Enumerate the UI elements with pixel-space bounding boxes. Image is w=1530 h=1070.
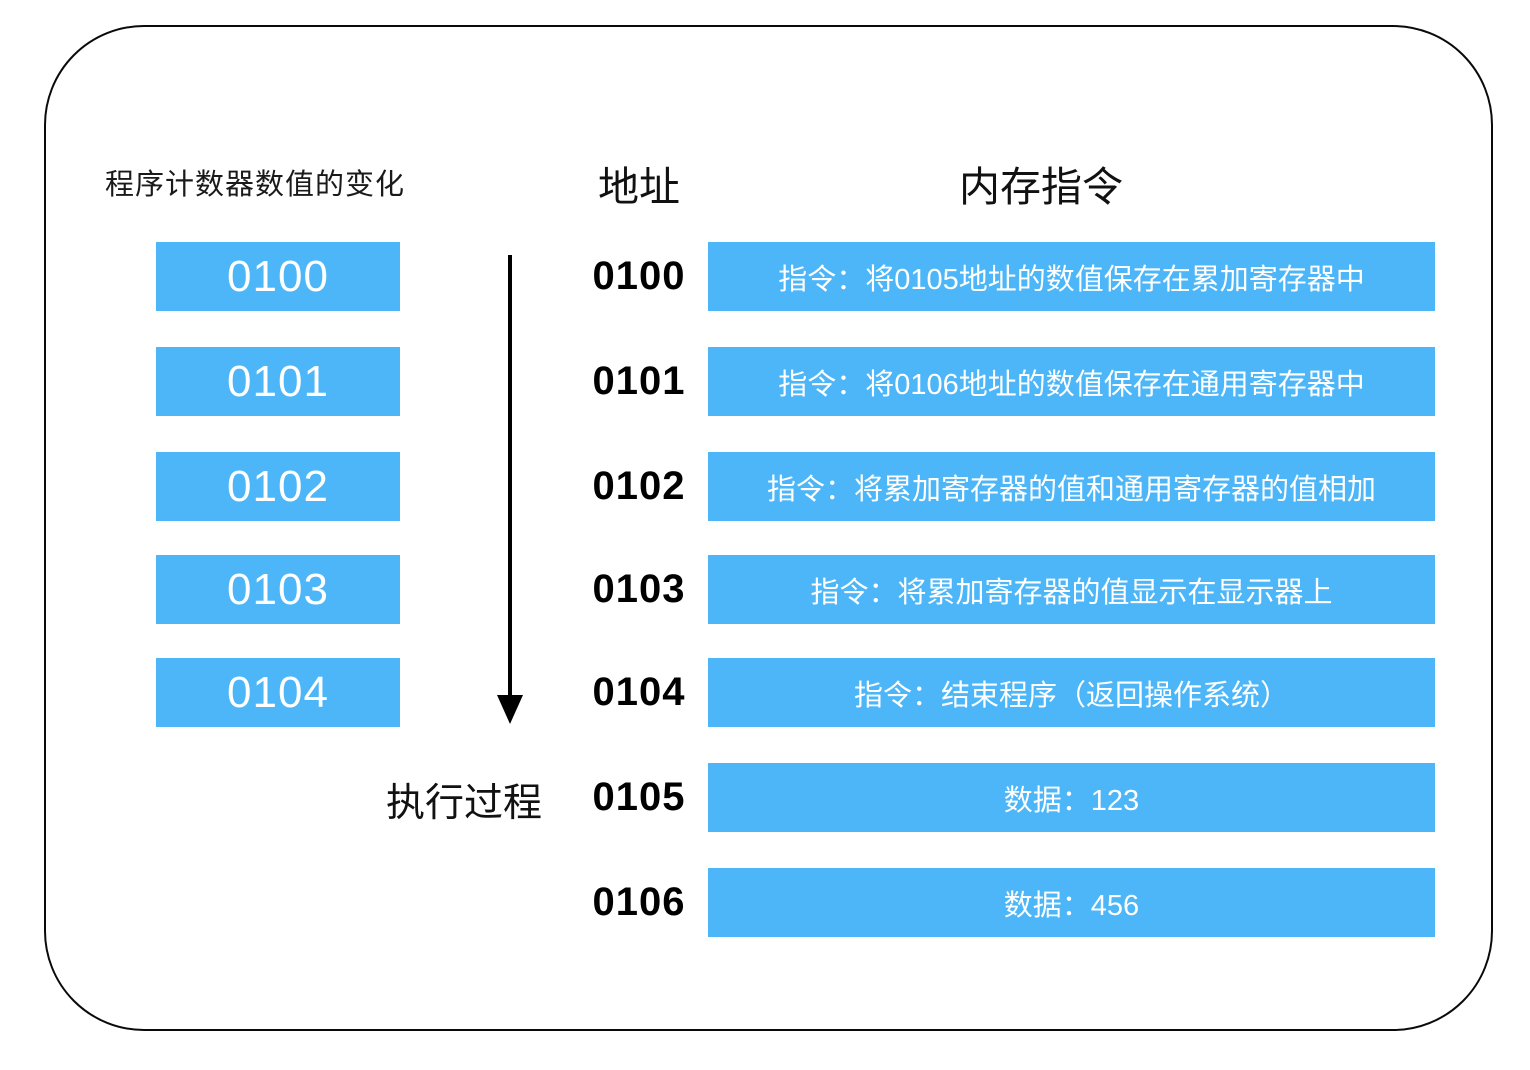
address-label: 0103 — [592, 567, 686, 611]
memory-cell-instruction: 指令：将0105地址的数值保存在累加寄存器中 — [708, 242, 1435, 311]
memory-column-header: 内存指令 — [959, 164, 1123, 210]
address-label: 0101 — [592, 359, 686, 403]
execution-process-label: 执行过程 — [386, 782, 543, 825]
execution-arrow-line — [508, 255, 512, 697]
execution-arrow-head-icon — [497, 695, 523, 724]
address-label: 0104 — [592, 670, 686, 714]
address-label: 0106 — [592, 880, 686, 924]
pc-value-box-0100: 0100 — [156, 242, 400, 311]
memory-cell-instruction: 指令：将0106地址的数值保存在通用寄存器中 — [708, 347, 1435, 416]
address-label: 0105 — [592, 775, 686, 819]
memory-cell-instruction: 指令：结束程序（返回操作系统） — [708, 658, 1435, 727]
pc-value-box-0102: 0102 — [156, 452, 400, 521]
memory-row-0102: 0102 指令：将累加寄存器的值和通用寄存器的值相加 — [0, 452, 1530, 521]
memory-row-0106: 0106 数据：456 — [0, 868, 1530, 937]
memory-cell-instruction: 指令：将累加寄存器的值和通用寄存器的值相加 — [708, 452, 1435, 521]
pc-value-box-0103: 0103 — [156, 555, 400, 624]
address-column-header: 地址 — [598, 164, 680, 210]
address-label: 0102 — [592, 464, 686, 508]
diagram-frame — [44, 25, 1493, 1031]
memory-row-0103: 0103 指令：将累加寄存器的值显示在显示器上 — [0, 555, 1530, 624]
pc-value-box-0101: 0101 — [156, 347, 400, 416]
memory-row-0101: 0101 指令：将0106地址的数值保存在通用寄存器中 — [0, 347, 1530, 416]
pc-column-header: 程序计数器数值的变化 — [105, 169, 406, 201]
memory-cell-data: 数据：456 — [708, 868, 1435, 937]
memory-row-0104: 0104 指令：结束程序（返回操作系统） — [0, 658, 1530, 727]
memory-cell-instruction: 指令：将累加寄存器的值显示在显示器上 — [708, 555, 1435, 624]
pc-value-box-0104: 0104 — [156, 658, 400, 727]
memory-cell-data: 数据：123 — [708, 763, 1435, 832]
memory-row-0100: 0100 指令：将0105地址的数值保存在累加寄存器中 — [0, 242, 1530, 311]
memory-row-0105: 0105 数据：123 — [0, 763, 1530, 832]
address-label: 0100 — [592, 254, 686, 298]
